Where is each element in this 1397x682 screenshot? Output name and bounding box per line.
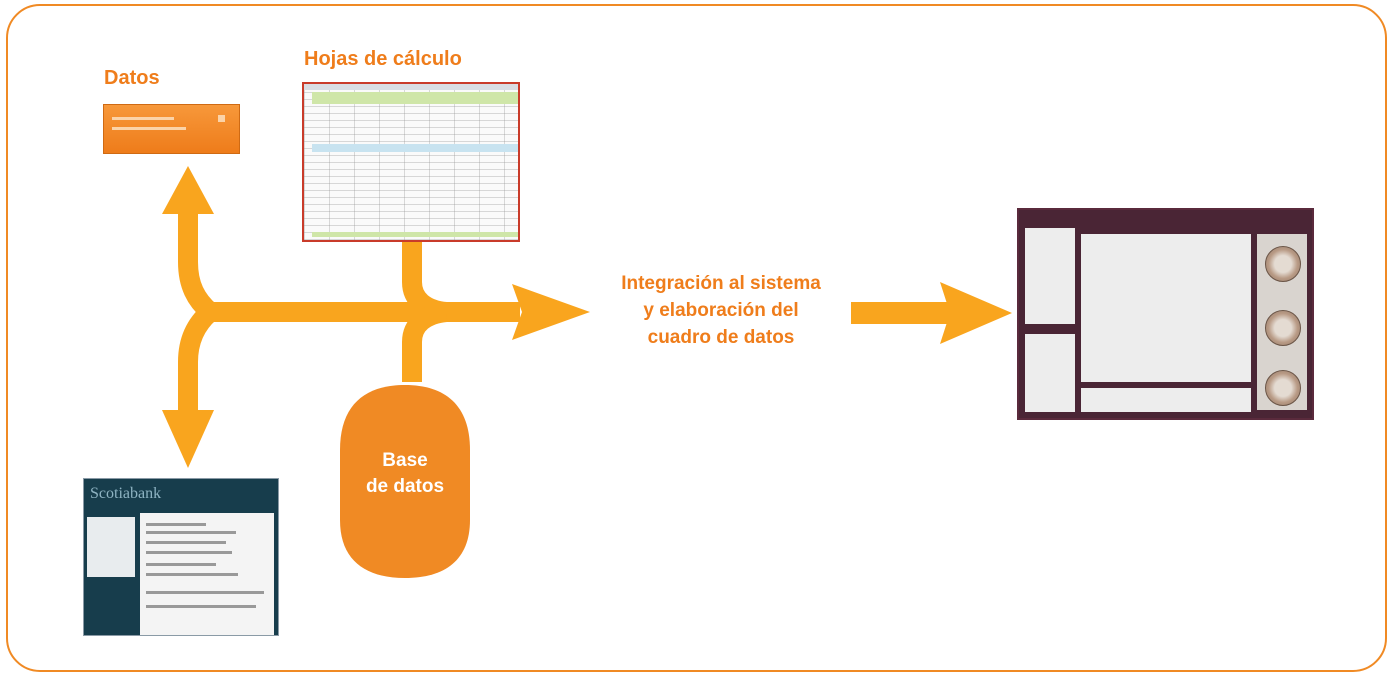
arrowhead-down (162, 410, 214, 468)
branch-down (178, 304, 217, 412)
arrowhead-up (162, 166, 214, 214)
arrow2-shaft (851, 302, 951, 324)
integration-label: Integración al sistema y elaboración del… (621, 273, 821, 348)
branch-sheet (402, 240, 448, 322)
branch-database (402, 302, 448, 382)
server-icon (103, 104, 240, 154)
datos-label: Datos (104, 67, 160, 89)
branch-up (178, 205, 217, 320)
hojas-label: Hojas de cálculo (304, 48, 462, 70)
database-shape (340, 385, 470, 578)
web-logo: Scotiabank (90, 485, 162, 502)
arrow2-head (940, 282, 1012, 344)
spreadsheet-thumbnail (302, 82, 520, 242)
database-label: Base de datos (365, 450, 445, 497)
diagram-frame (6, 4, 1387, 672)
web-page-thumbnail: Scotiabank (83, 478, 279, 636)
dashboard-thumbnail (1017, 208, 1314, 420)
arrowhead-right (512, 284, 590, 340)
